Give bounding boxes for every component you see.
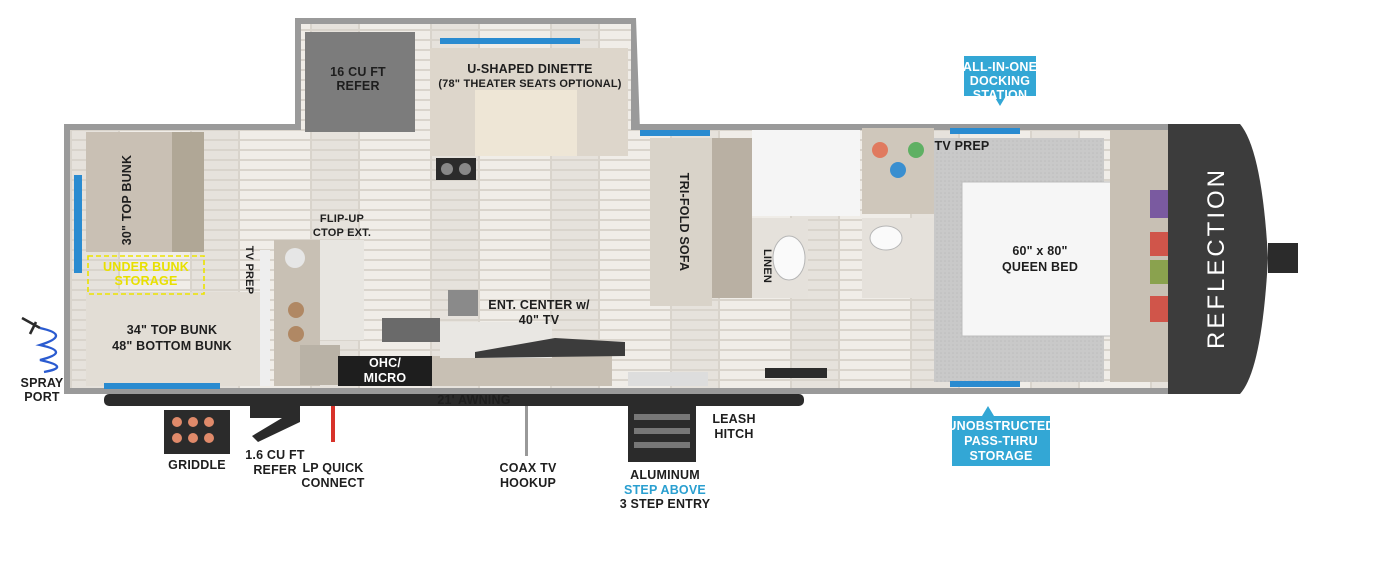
sofa-label: TRI-FOLD SOFA <box>677 173 691 271</box>
dinette-window <box>440 38 580 44</box>
linen-label: LINEN <box>761 249 773 283</box>
bath-door-threshold <box>765 368 827 378</box>
svg-text:1.6 CU FT: 1.6 CU FT <box>245 448 305 462</box>
svg-text:ENT. CENTER w/: ENT. CENTER w/ <box>488 298 590 312</box>
svg-text:LP QUICK: LP QUICK <box>302 461 363 475</box>
entry-door <box>628 372 708 386</box>
leash-hitch-label: LEASH HITCH <box>712 412 755 441</box>
spray-port-icon <box>21 316 59 374</box>
refer-label: 16 CU FT REFER <box>330 65 386 93</box>
svg-text:PORT: PORT <box>24 390 60 404</box>
ohc-label: OHC/ MICRO <box>364 356 407 385</box>
docking-station-ports <box>1150 190 1168 322</box>
svg-text:3 STEP ENTRY: 3 STEP ENTRY <box>620 497 711 511</box>
outside-refer-unit <box>250 406 300 442</box>
svg-text:LEASH: LEASH <box>712 412 755 426</box>
svg-text:COAX TV: COAX TV <box>500 461 557 475</box>
svg-text:16 CU FT: 16 CU FT <box>330 65 386 79</box>
ent-center-cabinet <box>432 356 612 386</box>
svg-text:REFER: REFER <box>253 463 296 477</box>
svg-text:STEP ABOVE: STEP ABOVE <box>624 483 706 497</box>
refrigerator <box>305 32 415 132</box>
awning-bar <box>104 394 804 406</box>
svg-text:CONNECT: CONNECT <box>301 476 364 490</box>
bunk-window-bottom <box>104 383 220 389</box>
griddle-label: GRIDDLE <box>168 458 226 472</box>
docking-callout <box>964 56 1036 106</box>
bedroom-window-bottom <box>950 381 1020 387</box>
bunk-room <box>74 132 270 386</box>
bathroom <box>752 128 934 298</box>
svg-text:OHC/: OHC/ <box>369 356 401 370</box>
griddle-unit <box>164 410 230 454</box>
under-bunk-storage-outline <box>87 255 205 295</box>
svg-text:HITCH: HITCH <box>714 427 753 441</box>
lp-quick-label: LP QUICK CONNECT <box>301 461 364 490</box>
svg-text:FLIP-UP: FLIP-UP <box>320 213 364 225</box>
svg-text:STATION: STATION <box>973 88 1027 102</box>
ohc-microwave <box>338 356 432 386</box>
tri-fold-sofa <box>650 138 712 306</box>
svg-text:QUEEN BED: QUEEN BED <box>1002 260 1078 274</box>
svg-text:ALUMINUM: ALUMINUM <box>630 468 700 482</box>
svg-text:UNOBSTRUCTED: UNOBSTRUCTED <box>947 419 1054 433</box>
spray-port-label: SPRAY PORT <box>21 376 64 404</box>
svg-text:34" TOP BUNK: 34" TOP BUNK <box>127 323 218 337</box>
sofa-side-cabinet <box>712 138 752 298</box>
svg-text:MICRO: MICRO <box>364 371 407 385</box>
outside-refer-label: 1.6 CU FT REFER <box>245 448 305 477</box>
docking-callout-text: ALL-IN-ONE DOCKING STATION <box>963 60 1037 102</box>
svg-text:ALL-IN-ONE: ALL-IN-ONE <box>963 60 1037 74</box>
sofa-window <box>640 130 710 136</box>
svg-text:PASS-THRU: PASS-THRU <box>964 434 1038 448</box>
step-entry-label: ALUMINUM STEP ABOVE 3 STEP ENTRY <box>620 468 711 511</box>
coax-line <box>525 406 528 456</box>
tv-prep-right-label: TV PREP <box>935 139 990 153</box>
dinette-table <box>475 90 577 156</box>
svg-text:U-SHAPED DINETTE: U-SHAPED DINETTE <box>467 62 592 76</box>
under-bunk-label: UNDER BUNK STORAGE <box>103 260 189 288</box>
bunk-window <box>74 175 82 273</box>
bedroom-window-top <box>950 128 1020 134</box>
coax-label: COAX TV HOOKUP <box>500 461 557 490</box>
logo-wordmark: REFLECTION <box>1203 167 1230 349</box>
flip-up-label: FLIP-UP CTOP EXT. <box>313 213 371 239</box>
svg-text:REFLECTION: REFLECTION <box>1203 167 1230 349</box>
lp-connect-line <box>331 406 335 442</box>
svg-text:60" x 80": 60" x 80" <box>1012 244 1067 258</box>
dinette-label: U-SHAPED DINETTE (78" THEATER SEATS OPTI… <box>438 62 621 90</box>
bunk-lower-label: 34" TOP BUNK 48" BOTTOM BUNK <box>112 323 232 353</box>
dinette-speakers <box>436 158 476 180</box>
queen-bed-label: 60" x 80" QUEEN BED <box>1002 244 1078 274</box>
svg-text:REFER: REFER <box>336 79 379 93</box>
svg-text:40" TV: 40" TV <box>519 313 560 327</box>
svg-text:UNDER BUNK: UNDER BUNK <box>103 260 189 274</box>
queen-bed <box>961 181 1139 337</box>
entry-steps <box>628 406 696 462</box>
svg-text:STORAGE: STORAGE <box>970 449 1033 463</box>
kitchen-counter <box>274 240 364 386</box>
svg-text:SPRAY: SPRAY <box>21 376 64 390</box>
pass-thru-callout-text: UNOBSTRUCTED PASS-THRU STORAGE <box>947 419 1054 463</box>
svg-text:CTOP EXT.: CTOP EXT. <box>313 227 371 239</box>
pass-thru-callout <box>952 406 1050 466</box>
svg-text:48" BOTTOM BUNK: 48" BOTTOM BUNK <box>112 339 232 353</box>
hitch-pin <box>1268 243 1298 273</box>
svg-text:STORAGE: STORAGE <box>115 274 178 288</box>
svg-text:DOCKING: DOCKING <box>970 74 1030 88</box>
svg-text:HOOKUP: HOOKUP <box>500 476 556 490</box>
tv-prep-left-label: TV PREP <box>243 246 255 294</box>
top-bunk-label: 30" TOP BUNK <box>120 155 134 246</box>
awning-label: 21' AWNING <box>437 393 510 407</box>
ent-center-label: ENT. CENTER w/ 40" TV <box>488 298 590 327</box>
svg-text:(78" THEATER SEATS OPTIONAL): (78" THEATER SEATS OPTIONAL) <box>438 78 621 90</box>
tv <box>475 338 625 358</box>
